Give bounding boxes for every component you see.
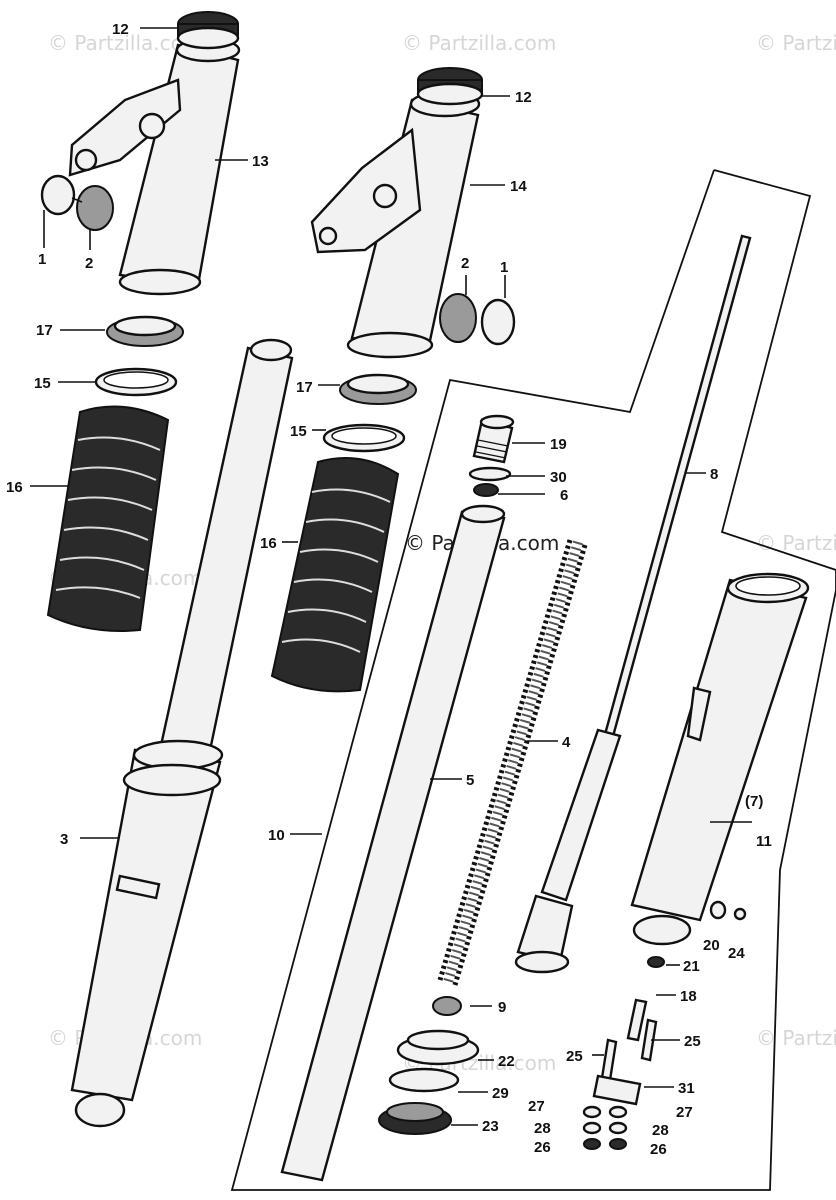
part-22-seal — [396, 1029, 480, 1066]
part-12-nut-right — [416, 67, 484, 106]
part-16-boot-left — [46, 405, 170, 632]
part-4-spring — [437, 539, 588, 986]
callout-31: 31 — [678, 1080, 695, 1097]
part-19-bolt — [472, 414, 515, 464]
part-5-inner-tube — [280, 504, 506, 1182]
callout-15-right: 15 — [290, 423, 307, 440]
callout-5: 5 — [466, 772, 474, 789]
callout-17-right: 17 — [296, 379, 313, 396]
watermark-top-right: © Partzilla.com — [756, 31, 836, 55]
callout-3: 3 — [60, 831, 68, 848]
part-11-slider — [630, 572, 810, 946]
part-16-boot-right — [270, 457, 400, 693]
callout-19: 19 — [550, 436, 567, 453]
part-3-fork-leg — [70, 338, 294, 1128]
part-9-piece — [432, 996, 462, 1016]
callout-18: 18 — [680, 988, 697, 1005]
callout-27-left: 27 — [528, 1098, 545, 1115]
callout-7: (7) — [745, 793, 763, 810]
callout-21: 21 — [683, 958, 700, 975]
callout-27-right: 27 — [676, 1104, 693, 1121]
callout-29: 29 — [492, 1085, 509, 1102]
part-1-2-reflector-right — [439, 293, 516, 346]
callout-17-left: 17 — [36, 322, 53, 339]
callout-22: 22 — [498, 1053, 515, 1070]
watermark-top-center: © Partzilla.com — [402, 31, 556, 55]
callout-28-right: 28 — [652, 1122, 669, 1139]
part-12-nut-left — [176, 11, 240, 50]
part-29-ring — [388, 1067, 460, 1093]
leader-lines — [30, 27, 752, 1126]
watermark-mid-right: © Partzilla.com — [756, 531, 836, 555]
callout-6: 6 — [560, 487, 568, 504]
part-17-seal-left — [106, 315, 184, 347]
callout-9: 9 — [498, 999, 506, 1016]
small-hardware — [582, 900, 747, 1150]
callout-15-left: 15 — [34, 375, 51, 392]
watermark-bottom-right: © Partzilla.com — [756, 1026, 836, 1050]
callout-16-right: 16 — [260, 535, 277, 552]
callout-12-left: 12 — [112, 21, 129, 38]
part-8-damper-rod — [514, 234, 752, 974]
callout-26-left: 26 — [534, 1139, 551, 1156]
callout-23: 23 — [482, 1118, 499, 1135]
callout-14: 14 — [510, 178, 527, 195]
callout-2-left: 2 — [85, 255, 93, 272]
callout-25-left: 25 — [566, 1048, 583, 1065]
assembly-frame — [230, 169, 836, 1191]
callout-4: 4 — [562, 734, 571, 751]
part-30-washer — [468, 466, 512, 482]
callout-12-right: 12 — [515, 89, 532, 106]
part-1-2-reflector-left — [40, 174, 114, 231]
callout-10: 10 — [268, 827, 285, 844]
callout-1-left: 1 — [38, 251, 46, 268]
callout-2-right: 2 — [461, 255, 469, 272]
part-13-top-cover — [68, 37, 241, 296]
part-6-nut — [473, 483, 499, 497]
part-15-ring-left — [94, 367, 178, 397]
callout-labels: 12 13 1 2 17 15 16 12 14 2 1 17 15 16 19… — [6, 21, 772, 1158]
callout-30: 30 — [550, 469, 567, 486]
part-23-nut — [378, 1102, 452, 1135]
callout-11: 11 — [756, 833, 772, 850]
callout-8: 8 — [710, 466, 718, 483]
callout-25-right: 25 — [684, 1033, 701, 1050]
callout-26-right: 26 — [650, 1141, 667, 1158]
callout-20: 20 — [703, 937, 720, 954]
part-15-ring-right — [322, 423, 406, 453]
callout-24: 24 — [728, 945, 745, 962]
callout-13: 13 — [252, 153, 269, 170]
part-17-seal-right — [339, 373, 417, 405]
callout-28-left: 28 — [534, 1120, 551, 1137]
callout-1-right: 1 — [500, 259, 508, 276]
callout-16-left: 16 — [6, 479, 23, 496]
